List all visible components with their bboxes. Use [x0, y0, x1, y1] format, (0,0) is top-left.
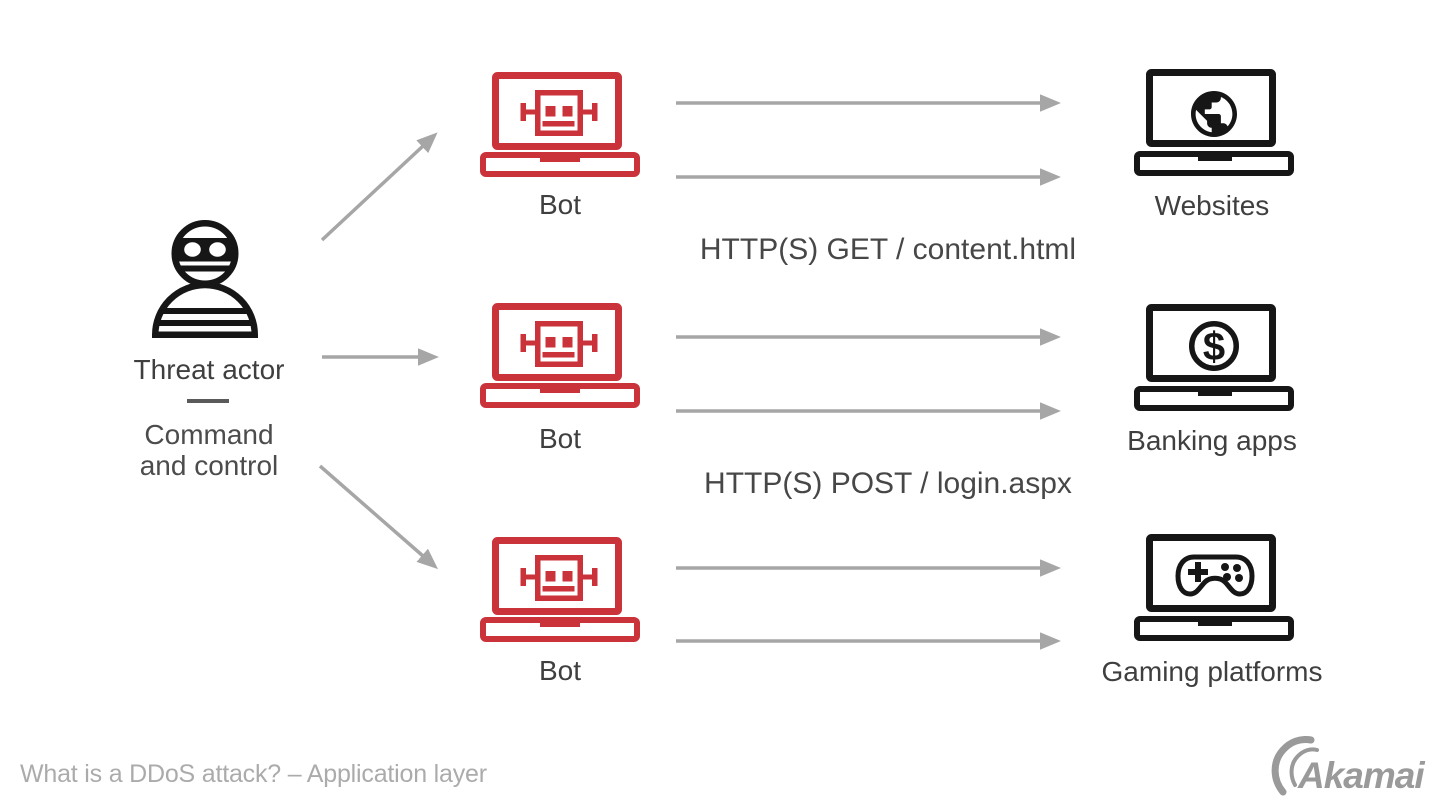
akamai-wordmark: Akamai	[1297, 755, 1425, 796]
gaming-platforms-label: Gaming platforms	[1101, 656, 1323, 687]
globe-laptop-icon	[1134, 69, 1294, 176]
banking-apps-label: Banking apps	[1127, 425, 1297, 456]
bot-face-icon	[520, 334, 598, 358]
akamai-swoosh-outer-icon	[1271, 736, 1315, 796]
akamai-logo: Akamai	[1271, 736, 1426, 796]
threat-actor-icon	[152, 220, 258, 338]
bot1-label: Bot	[538, 189, 582, 220]
arrow-threat-to-bot3	[318, 464, 439, 570]
http-get-request-label: HTTP(S) GET / content.html	[699, 233, 1077, 266]
command-and-control-label: Command and control	[139, 419, 279, 481]
bot3-label: Bot	[538, 655, 582, 686]
dollar-laptop-icon: $	[1134, 304, 1294, 411]
bot2-label: Bot	[538, 423, 582, 454]
bot-laptop-icon	[480, 72, 640, 177]
footer-caption: What is a DDoS attack? – Application lay…	[20, 760, 487, 788]
bot-face-icon	[520, 103, 598, 127]
http-post-request-label: HTTP(S) POST / login.aspx	[704, 467, 1072, 500]
arrow-threat-to-bot1	[320, 132, 438, 242]
gamepad-icon	[1175, 554, 1255, 597]
dollar-glyph: $	[1203, 325, 1225, 369]
bot-laptop-icon	[480, 303, 640, 408]
bot-laptop-icon	[480, 537, 640, 642]
akamai-swoosh-inner-icon	[1289, 747, 1319, 787]
dollar-circle-icon	[1189, 321, 1239, 371]
gamepad-laptop-icon	[1134, 534, 1294, 641]
threat-actor-label: Threat actor	[133, 354, 285, 385]
websites-label: Websites	[1154, 190, 1270, 221]
bot-face-icon	[520, 568, 598, 592]
globe-icon	[1191, 91, 1237, 137]
label-divider	[187, 399, 229, 403]
